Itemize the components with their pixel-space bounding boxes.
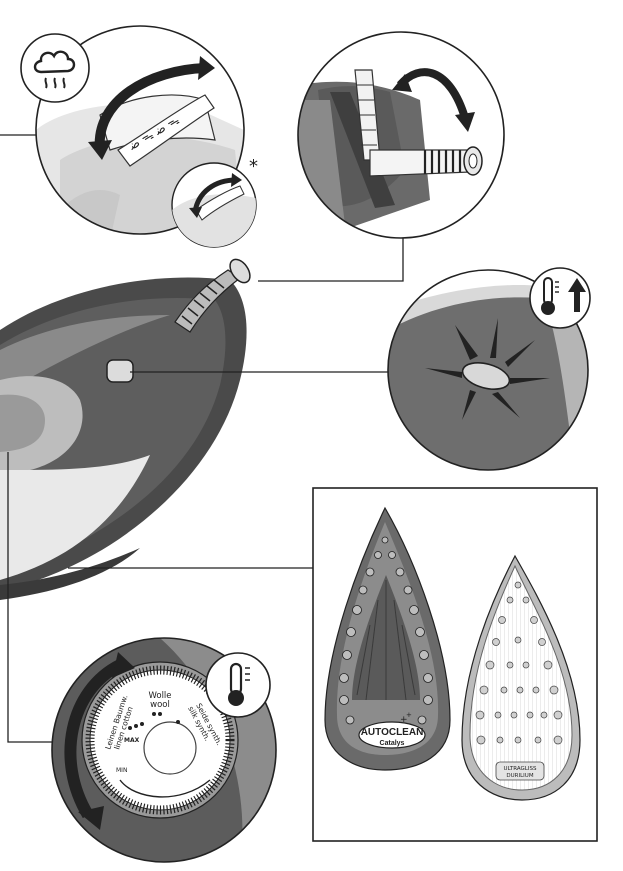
asterisk-note-marker: *: [249, 156, 258, 177]
soleplates-panel: AUTOCLEAN Catalys + + ULTRAGLISS: [313, 488, 597, 841]
ultragliss-badge-text: ULTRAGLISS: [504, 766, 537, 772]
autoclean-brand-text: AUTOCLEAN: [361, 727, 424, 738]
dial-label-wool-en: wool: [150, 700, 170, 710]
temperature-dial-callout: Wolle wool Leinen Baumw. linen cotton Se…: [52, 638, 276, 862]
temperature-light-callout: [388, 268, 590, 470]
dial-label-max: MAX: [124, 737, 140, 744]
svg-text:+: +: [406, 711, 412, 719]
steam-control-callout: ﺿ ᯓ ﺿ ᯓ: [21, 26, 256, 250]
thermometer-up-icon: [530, 268, 590, 328]
iron-body: [0, 256, 254, 600]
durilium-badge-text: DURILIUM: [506, 773, 533, 779]
dial-label-min: MIN: [116, 767, 127, 774]
thermometer-icon: [206, 653, 270, 717]
steam-cloud-icon: [21, 34, 89, 102]
catalys-brand-text: Catalys: [380, 740, 405, 747]
cord-storage-callout: [298, 32, 504, 238]
